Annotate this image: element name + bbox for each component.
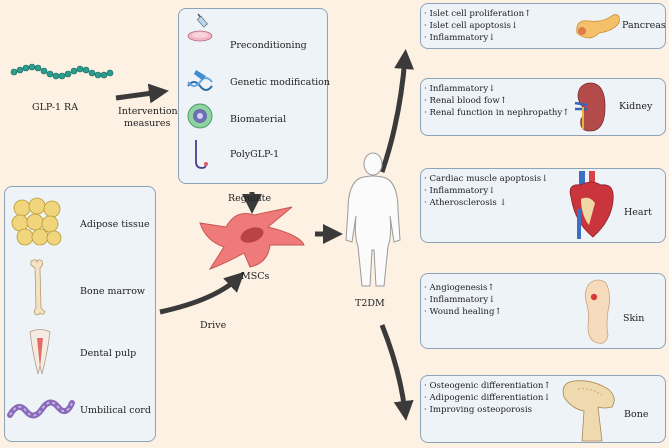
regulate-label: Regulate: [228, 193, 272, 204]
method-biomaterial: Biomaterial: [230, 114, 287, 125]
tooth-icon: [29, 329, 51, 375]
pancreas-icon: [576, 14, 620, 39]
msc-sources-box: [4, 186, 156, 442]
heart-effect-1: · Cardiac muscle apoptosis↓: [424, 174, 549, 184]
t2dm-label: T2DM: [355, 298, 385, 309]
bone-effect-2: · Adipogenic differentiation↓: [424, 393, 551, 403]
dna-icon: [187, 70, 213, 91]
kidney-icon: [574, 82, 606, 132]
pancreas-effect-3: · Inflammatory↓: [424, 33, 496, 43]
adipose-tissue-icon: [11, 197, 62, 246]
source-umbilical-cord: Umbilical cord: [80, 405, 151, 416]
heart-effect-3: · Atherosclerosis ↓: [424, 198, 507, 208]
biomaterial-sphere-icon: [187, 103, 213, 129]
organ-box-heart: [420, 168, 666, 243]
glp1-label: GLP-1 RA: [32, 102, 79, 113]
msc-cell-icon: [199, 206, 305, 270]
organ-box-bone: [420, 375, 666, 443]
source-adipose-tissue: Adipose tissue: [80, 219, 150, 230]
organ-box-kidney: [420, 78, 666, 136]
drive-label: Drive: [200, 320, 227, 331]
arrow-t2dm-to-pancreas: [379, 49, 415, 173]
organ-name-skin: Skin: [623, 313, 645, 324]
kidney-effect-3: · Renal function in nephropathy↑: [424, 108, 570, 118]
heart-effect-2: · Inflammatory↓: [424, 186, 496, 196]
arrow-t2dm-to-bone: [379, 324, 414, 421]
arrow-glp1-to-interventions: [115, 83, 169, 104]
bone-effect-3: · Improving osteoporosis: [424, 405, 532, 415]
organ-name-pancreas: Pancreas: [622, 20, 666, 31]
bone-effect-1: · Osteogenic differentiation↑: [424, 381, 551, 391]
arrow-drive-to-mscs: [159, 271, 245, 315]
skin-effect-3: · Wound healing↑: [424, 307, 502, 317]
skin-effect-1: · Angiogenesis↑: [424, 283, 495, 293]
intervention-label-line2: measures: [124, 118, 171, 129]
organ-box-skin: [420, 273, 666, 349]
syringe-dish-icon: [187, 13, 213, 42]
organ-name-kidney: Kidney: [619, 101, 653, 112]
kidney-effect-2: · Renal blood fow↑: [424, 96, 507, 106]
method-genetic-modification: Genetic modification: [230, 77, 331, 88]
femur-icon: [562, 380, 615, 442]
foot-skin-icon: [585, 279, 610, 344]
polymer-chain-icon: [195, 140, 208, 169]
organ-name-heart: Heart: [624, 207, 652, 218]
intervention-label-line1: Intervention: [118, 106, 178, 117]
kidney-effect-1: · Inflammatory↓: [424, 84, 496, 94]
heart-icon: [569, 171, 614, 239]
pancreas-effect-1: · Islet cell proliferation↑: [424, 9, 532, 19]
mscs-label: MSCs: [241, 271, 270, 282]
organ-name-bone: Bone: [624, 409, 649, 420]
source-dental-pulp: Dental pulp: [80, 348, 137, 359]
human-body-icon: [345, 152, 401, 287]
source-bone-marrow: Bone marrow: [80, 286, 146, 297]
pancreas-effect-2: · Islet cell apoptosis↓: [424, 21, 519, 31]
skin-effect-2: · Inflammatory↓: [424, 295, 496, 305]
method-polyglp1: PolyGLP-1: [230, 149, 280, 160]
method-preconditioning: Preconditioning: [230, 40, 307, 51]
umbilical-cord-icon: [7, 399, 75, 419]
organ-box-pancreas: [420, 3, 666, 49]
peptide-chain-icon: [10, 63, 114, 80]
bone-icon: [30, 259, 46, 316]
